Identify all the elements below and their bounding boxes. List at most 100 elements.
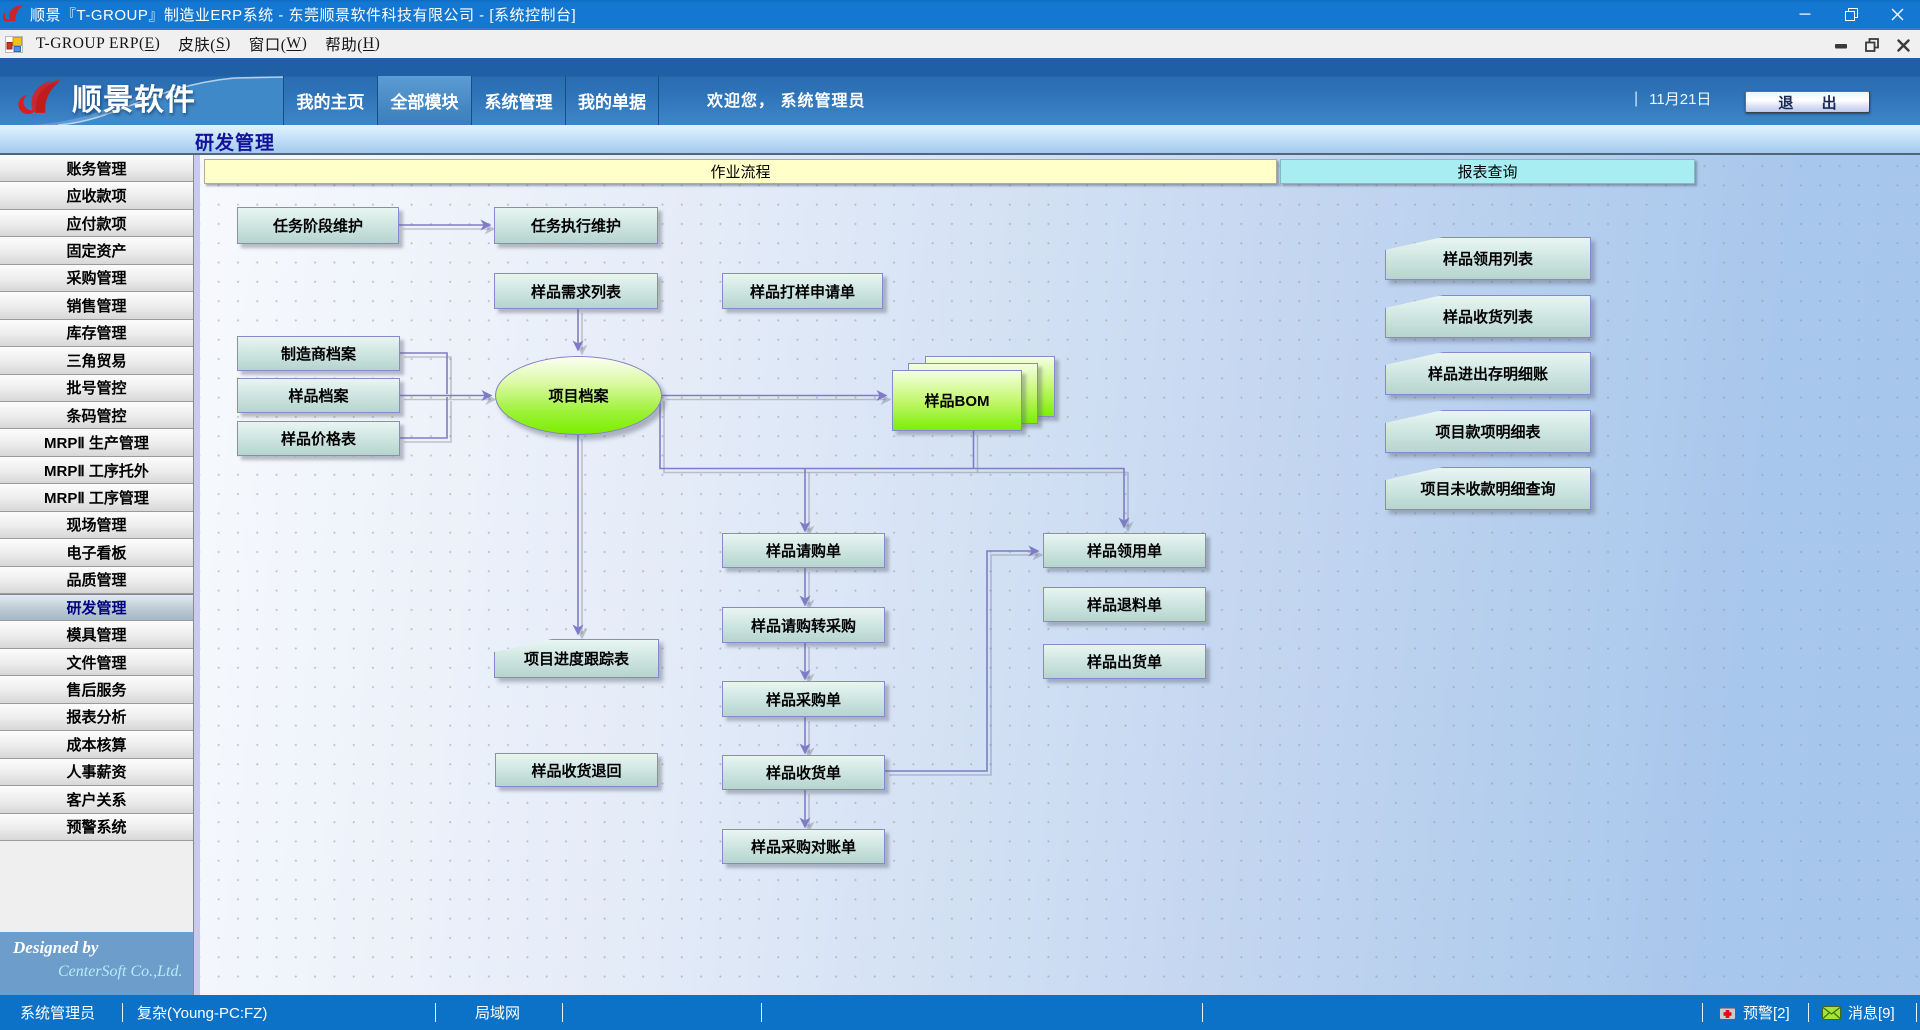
status-separator [761,1003,762,1022]
sidebar-item-16[interactable]: 品质管理 [0,566,193,594]
mdi-minimize-button[interactable] [1830,35,1852,55]
sidebar-item-21[interactable]: 报表分析 [0,703,193,732]
logout-button[interactable]: 退 出 [1745,91,1870,113]
flow-node-sample-shipment-note[interactable]: 样品出货单 [1043,644,1206,679]
flow-node-sample-demand-list[interactable]: 样品需求列表 [494,273,658,309]
sidebar-item-20[interactable]: 售后服务 [0,676,193,704]
sidebar-item-4[interactable]: 固定资产 [0,237,193,265]
sidebar-item-2[interactable]: 应收款项 [0,182,193,210]
sidebar-item-11[interactable]: MRPⅡ 生产管理 [0,429,193,457]
sidebar-item-13[interactable]: MRPⅡ 工序管理 [0,484,193,512]
sidebar-item-15[interactable]: 电子看板 [0,539,193,567]
flow-node-label: 样品采购单 [765,691,841,709]
sidebar-item-12[interactable]: MRPⅡ 工序托外 [0,456,193,485]
sidebar-item-5[interactable]: 采购管理 [0,264,193,293]
menu-item-s[interactable]: 皮肤(S) [178,35,231,54]
sidebar-item-18[interactable]: 模具管理 [0,621,193,649]
sidebar-item-14[interactable]: 现场管理 [0,511,193,540]
flow-node-project-progress-track[interactable]: 项目进度跟踪表 [494,639,659,678]
mdi-close-button[interactable] [1892,35,1914,55]
flow-node-task-exec-maintain[interactable]: 任务执行维护 [494,207,658,244]
sidebar-item-6[interactable]: 销售管理 [0,292,193,320]
flow-node-sample-archive[interactable]: 样品档案 [237,378,400,413]
sidebar-item-17[interactable]: 研发管理 [0,594,193,622]
flow-node-label: 样品打样申请单 [749,283,855,301]
workflow-canvas: 作业流程 报表查询 [194,155,1920,995]
flow-node-sample-bom[interactable]: 样品BOM [892,356,1055,431]
status-host: 复杂(Young-PC:FZ) [137,1005,268,1022]
nav-tabs: 我的主页全部模块系统管理我的单据 [283,76,659,125]
status-separator [562,1003,563,1022]
flow-node-project-archive[interactable]: 项目档案 [495,356,662,435]
menu-item-e[interactable]: T-GROUP ERP(E) [36,35,161,52]
flow-node-manufacturer-archive[interactable]: 制造商档案 [237,336,400,371]
flow-node-label: 样品采购对账单 [750,839,856,856]
company-credit-text: CenterSoft Co.,Ltd. [58,963,183,980]
app-logo-icon [3,4,24,22]
connector-project-bus-to-issue [659,397,1130,529]
sidebar-item-25[interactable]: 预警系统 [0,813,193,841]
status-messages[interactable]: 消息[9] [1822,995,1895,1030]
flow-node-label: 样品请购转采购 [750,617,856,635]
flow-node-project-unpaid-query[interactable]: 项目未收款明细查询 [1385,467,1591,510]
flow-node-sample-req-to-purchase[interactable]: 样品请购转采购 [722,607,885,643]
sidebar-item-8[interactable]: 三角贸易 [0,347,193,375]
mdi-restore-button[interactable] [1861,35,1883,55]
flow-node-project-payment-detail[interactable]: 项目款项明细表 [1385,410,1591,453]
module-sidebar: 账务管理应收款项应付款项固定资产采购管理销售管理库存管理三角贸易批号管控条码管控… [0,155,194,995]
sidebar-item-22[interactable]: 成本核算 [0,731,193,759]
alert-label: 预警[2] [1743,1005,1790,1022]
window-title: 顺景『T-GROUP』制造业ERP系统 - 东莞顺景软件科技有限公司 - [系统… [30,6,577,24]
flow-node-sample-purchase-recon[interactable]: 样品采购对账单 [722,829,885,864]
sidebar-item-23[interactable]: 人事薪资 [0,758,193,787]
title-bar: 顺景『T-GROUP』制造业ERP系统 - 东莞顺景软件科技有限公司 - [系统… [0,0,1920,28]
flow-node-sample-receipt-note[interactable]: 样品收货单 [722,755,885,790]
flow-node-task-stage-maintain[interactable]: 任务阶段维护 [237,207,399,244]
flow-node-sample-receipt-report[interactable]: 样品收货列表 [1385,295,1591,338]
mdi-window-controls [1830,30,1914,60]
message-label: 消息[9] [1848,1005,1895,1022]
connector-manufacturer-join [400,352,448,394]
window-minimize-button[interactable] [1782,0,1828,28]
welcome-text: 欢迎您， 系统管理员 [707,92,866,110]
sidebar-item-19[interactable]: 文件管理 [0,648,193,677]
status-alerts[interactable]: 预警[2] [1719,995,1790,1030]
menu-items: T-GROUP ERP(E) 皮肤(S) 窗口(W) 帮助(H) [27,30,389,58]
flow-node-label: 样品收货单 [765,765,841,782]
message-envelope-icon [1822,1005,1841,1020]
current-module-title: 研发管理 [195,133,276,154]
nav-tab-4[interactable]: 我的单据 [565,76,659,125]
menu-item-h[interactable]: 帮助(H) [325,35,381,54]
flow-node-sample-proof-apply[interactable]: 样品打样申请单 [722,273,883,309]
nav-tab-1[interactable]: 我的主页 [283,76,377,125]
alert-firstaid-icon [1719,1005,1736,1020]
flow-node-sample-receipt-return[interactable]: 样品收货退回 [495,753,658,787]
status-separator [122,1003,123,1022]
flow-node-sample-inout-ledger[interactable]: 样品进出存明细账 [1385,352,1591,395]
flow-node-sample-issue-report[interactable]: 样品领用列表 [1385,237,1591,280]
nav-tab-2[interactable]: 全部模块 [377,76,471,125]
flow-node-sample-return-note[interactable]: 样品退料单 [1043,587,1206,622]
sidebar-item-9[interactable]: 批号管控 [0,374,193,402]
window-close-button[interactable] [1874,0,1920,28]
flow-node-sample-price-list[interactable]: 样品价格表 [237,421,400,456]
flow-node-sample-purchase-req[interactable]: 样品请购单 [722,533,885,568]
window-restore-button[interactable] [1828,0,1874,28]
flow-node-sample-issue-note[interactable]: 样品领用单 [1043,533,1206,568]
status-user: 系统管理员 [20,1005,96,1022]
sidebar-item-24[interactable]: 客户关系 [0,786,193,814]
sidebar-item-3[interactable]: 应付款项 [0,209,193,238]
menu-item-w[interactable]: 窗口(W) [248,35,308,54]
sidebar-item-10[interactable]: 条码管控 [0,401,193,430]
status-separator [435,1003,436,1022]
nav-tab-3[interactable]: 系统管理 [471,76,565,125]
banner-swoosh-decoration [30,76,283,125]
workflow-section-header: 作业流程 [204,159,1277,184]
flow-node-label: 项目进度跟踪表 [523,651,629,668]
sidebar-item-7[interactable]: 库存管理 [0,319,193,348]
sidebar-item-1[interactable]: 账务管理 [0,155,193,183]
flow-node-label: 样品领用列表 [1442,251,1533,268]
connector-receipt-to-issue [885,545,1040,772]
flow-node-sample-purchase-order[interactable]: 样品采购单 [722,681,885,717]
